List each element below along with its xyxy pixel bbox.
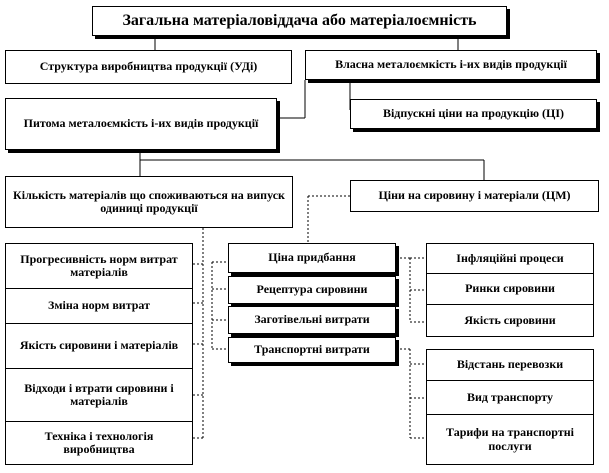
top-box: Загальна матеріаловіддача або матеріалоє…	[92, 6, 507, 36]
transport-factor-type: Вид транспорту	[426, 380, 594, 415]
structure-label: Структура виробництва продукції (УДі)	[39, 59, 258, 74]
transport-factor-distance: Відстань перевозки	[426, 349, 594, 381]
specific-label: Питома металоємкість і-их видів продукці…	[23, 116, 259, 131]
structure-box: Структура виробництва продукції (УДі)	[5, 50, 292, 84]
mid-factor-procurement: Заготівельні витрати	[228, 306, 396, 334]
mid-factor-purchase-price: Ціна придбання	[228, 243, 396, 273]
own-metal-label: Власна металоємкість і-их видів продукці…	[335, 57, 567, 72]
raw-prices-box: Ціни на сировину і матеріали (ЦМ)	[350, 180, 599, 212]
raw-prices-label: Ціни на сировину і матеріали (ЦМ)	[378, 188, 571, 203]
specific-box: Питома металоємкість і-их видів продукці…	[5, 98, 277, 150]
selling-prices-box: Відпускні ціни на продукцію (ЦІ)	[350, 99, 597, 129]
transport-factor-tariffs: Тарифи на транспортні послуги	[426, 414, 594, 465]
mid-factor-recipe: Рецептура сировини	[228, 276, 396, 304]
right-factor-raw-quality: Якість сировини	[426, 304, 594, 337]
left-factor-technology: Техніка і технологія виробництва	[5, 421, 193, 465]
left-factor-waste: Відходи і втрати сировини і матеріалів	[5, 368, 193, 422]
left-factor-norm-change: Зміна норм витрат	[5, 288, 193, 324]
left-factor-quality: Якість сировини і матеріалів	[5, 323, 193, 369]
own-metal-box: Власна металоємкість і-их видів продукці…	[305, 50, 597, 80]
top-label: Загальна матеріаловіддача або матеріалоє…	[122, 12, 477, 30]
right-factor-inflation: Інфляційні процеси	[426, 243, 594, 274]
quantity-box: Кількість матеріалів що споживаються на …	[5, 176, 293, 228]
left-factor-progressive: Прогресивність норм витрат матеріалів	[5, 243, 193, 289]
quantity-label: Кількість матеріалів що споживаються на …	[13, 187, 285, 215]
mid-factor-transport: Транспортні витрати	[228, 337, 396, 363]
right-factor-markets: Ринки сировини	[426, 273, 594, 305]
selling-prices-label: Відпускні ціни на продукцію (ЦІ)	[382, 106, 565, 121]
